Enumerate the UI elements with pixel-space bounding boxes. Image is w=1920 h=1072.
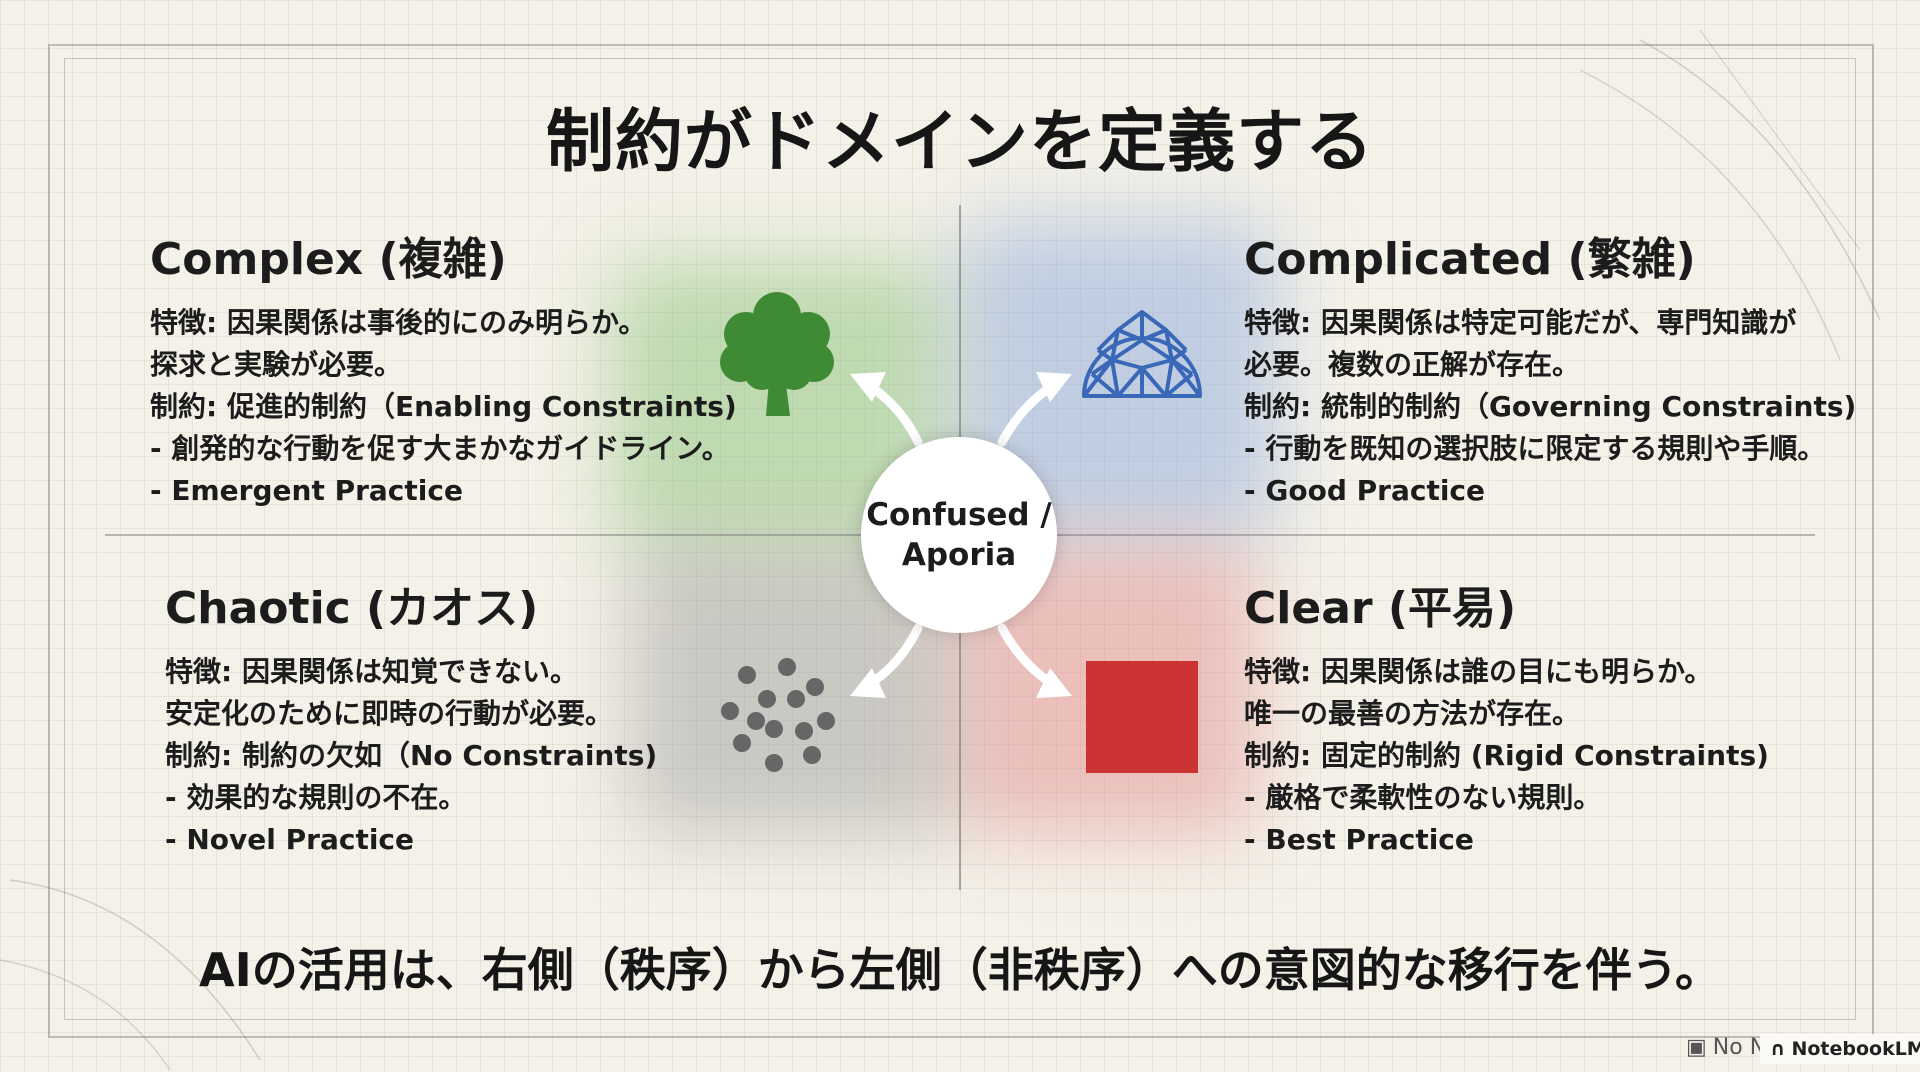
notebooklm-badge: ∩ NotebookLM (1760, 1034, 1920, 1064)
scattered-dots-icon (721, 658, 835, 772)
quadrant-title: Clear (平易) (1244, 583, 1517, 634)
quadrant-line: 制約: 固定的制約 (Rigid Constraints) (1244, 739, 1769, 773)
quadrant-line: - 行動を既知の選択肢に限定する規則や手順。 (1244, 432, 1826, 466)
quadrant-line: - Emergent Practice (150, 474, 463, 508)
quadrant-chaotic: Chaotic (カオス) 特徴: 因果関係は知覚できない。 安定化のために即時… (165, 583, 658, 861)
quadrant-line: 特徴: 因果関係は特定可能だが、専門知識が (1244, 306, 1797, 340)
quadrant-complicated: Complicated (繁雑) 特徴: 因果関係は特定可能だが、専門知識が 必… (1244, 234, 1857, 512)
footer-statement: AIの活用は、右側（秩序）から左側（非秩序）への意図的な移行を伴う。 (199, 943, 1721, 997)
quadrant-line: 特徴: 因果関係は知覚できない。 (165, 655, 578, 689)
page-title: 制約がドメインを定義する (545, 103, 1374, 182)
arrowhead-complicated (1036, 372, 1072, 402)
notebooklm-label: NotebookLM (1791, 1038, 1920, 1060)
center-line-1: Confused / (866, 497, 1052, 533)
quadrant-line: 制約: 促進的制約（Enabling Constraints) (150, 390, 737, 424)
tree-icon (720, 292, 834, 416)
quadrant-line: 唯一の最善の方法が存在。 (1244, 697, 1581, 731)
quadrant-line: 特徴: 因果関係は誰の目にも明らか。 (1244, 655, 1713, 689)
quadrant-line: - 厳格で柔軟性のない規則。 (1244, 781, 1602, 815)
quadrant-title: Chaotic (カオス) (165, 583, 539, 634)
quadrant-complex: Complex (複雑) 特徴: 因果関係は事後的にのみ明らか。 探求と実験が必… (150, 234, 737, 512)
quadrant-line: - Best Practice (1244, 823, 1474, 857)
arrowhead-complex (850, 372, 886, 402)
geodesic-dome-icon (1082, 310, 1202, 398)
quadrant-title: Complicated (繁雑) (1244, 234, 1696, 285)
outer-frame (48, 44, 1874, 1038)
quadrant-line: 制約: 統制的制約（Governing Constraints) (1244, 390, 1857, 424)
quadrant-line: - 創発的な行動を促す大まかなガイドライン。 (150, 432, 730, 466)
quadrant-line: 探求と実験が必要。 (150, 348, 403, 382)
center-confused-aporia: Confused / Aporia (861, 437, 1057, 633)
quadrant-line: - Novel Practice (165, 823, 415, 857)
note-badge: ▣ No N (1686, 1035, 1766, 1060)
notebooklm-logo-icon: ∩ (1770, 1038, 1786, 1060)
quadrant-line: - Good Practice (1244, 474, 1486, 508)
arrowhead-chaotic (850, 668, 886, 698)
arrowhead-clear (1036, 668, 1072, 698)
inner-frame (64, 58, 1856, 1020)
quadrant-line: 必要。複数の正解が存在。 (1244, 348, 1581, 382)
center-line-2: Aporia (901, 537, 1017, 573)
quadrant-line: 制約: 制約の欠如（No Constraints) (165, 739, 658, 773)
quadrant-line: 特徴: 因果関係は事後的にのみ明らか。 (150, 306, 647, 340)
quadrant-clear: Clear (平易) 特徴: 因果関係は誰の目にも明らか。 唯一の最善の方法が存… (1244, 583, 1769, 861)
note-label: No N (1712, 1035, 1767, 1060)
quadrant-line: - 効果的な規則の不在。 (165, 781, 467, 815)
square-icon (1086, 661, 1198, 773)
note-icon: ▣ (1686, 1035, 1707, 1060)
quadrant-line: 安定化のために即時の行動が必要。 (165, 697, 614, 731)
quadrant-title: Complex (複雑) (150, 234, 507, 285)
